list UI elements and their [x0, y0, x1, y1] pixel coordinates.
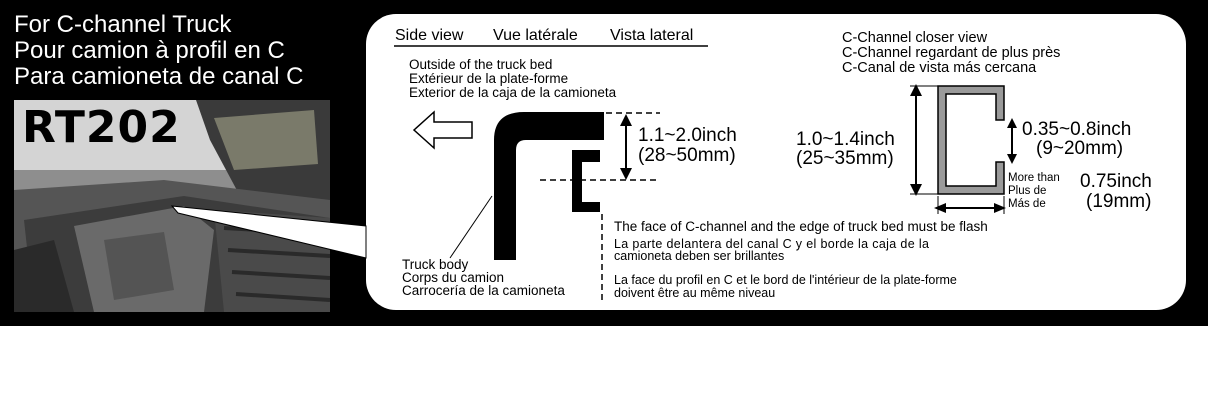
depth-mm: (19mm) [1086, 191, 1152, 212]
closer-title-es: C-Canal de vista más cercana [842, 60, 1037, 76]
truck-body-label-fr: Corps du camion [402, 270, 505, 285]
outside-arrow-icon [412, 110, 473, 150]
side-height-inch: 1.1~2.0inch [638, 125, 737, 146]
more-than-es: Más de [1008, 198, 1046, 210]
opening-mm: (9~20mm) [1036, 138, 1124, 159]
more-than-fr: Plus de [1008, 185, 1047, 197]
outside-label-es: Exterior de la caja de la camioneta [409, 85, 617, 100]
truck-body-label-es: Carrocería de la camioneta [402, 283, 565, 298]
title-line-en: For C-channel Truck [14, 11, 232, 38]
flash-note-fr-2: doivent être au même niveau [614, 286, 776, 300]
heading-side-view-fr: Vue latérale [493, 27, 578, 44]
model-number: RT202 [22, 102, 181, 153]
heading-side-view-en: Side view [395, 27, 464, 44]
opening-inch: 0.35~0.8inch [1022, 119, 1132, 140]
callout-pointer [170, 205, 367, 259]
truck-body-label-en: Truck body [402, 257, 469, 272]
depth-inch: 0.75inch [1080, 171, 1152, 192]
closer-title-en: C-Channel closer view [842, 30, 988, 46]
title-line-es: Para camioneta de canal C [14, 63, 304, 90]
c-channel-closeup-profile [937, 85, 1005, 195]
truck-body-profile [494, 112, 604, 260]
closer-height-mm: (25~35mm) [796, 148, 894, 169]
flash-note-es-1: La parte delantera del canal C y el bord… [614, 237, 930, 251]
flash-note-fr-1: La face du profil en C et le bord de l'i… [614, 273, 957, 287]
heading-side-view-es: Vista lateral [610, 27, 694, 44]
closer-height-inch: 1.0~1.4inch [796, 129, 895, 150]
flash-note-en: The face of C-channel and the edge of tr… [614, 219, 988, 234]
flash-note-es-2: camioneta deben ser brillantes [614, 249, 785, 263]
more-than-en: More than [1008, 172, 1060, 184]
truck-body-leader [449, 195, 493, 259]
outside-label-en: Outside of the truck bed [409, 57, 553, 72]
closer-title-fr: C-Channel regardant de plus près [842, 45, 1061, 61]
outside-label-fr: Extérieur de la plate-forme [409, 71, 569, 86]
side-height-mm: (28~50mm) [638, 145, 736, 166]
c-channel-side-profile [572, 150, 600, 212]
title-line-fr: Pour camion à profil en C [14, 37, 285, 64]
